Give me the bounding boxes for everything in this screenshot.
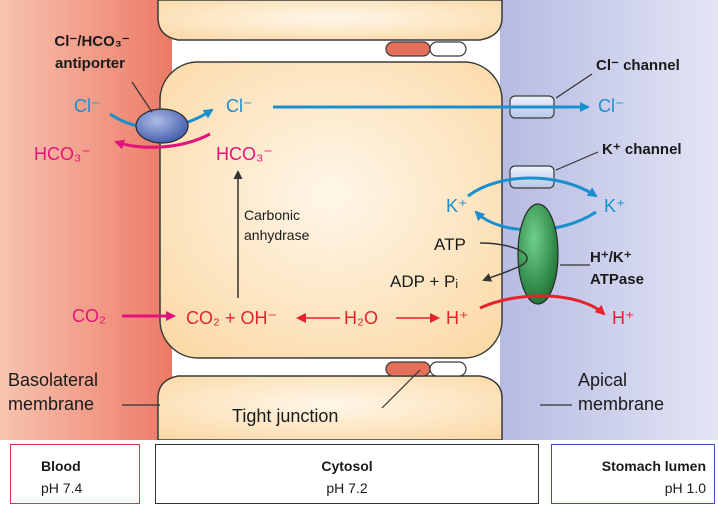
atpase-label-1: H⁺/K⁺	[590, 249, 632, 266]
atpase-label-2: ATPase	[590, 271, 644, 288]
species-k-cytosol: K⁺	[446, 196, 468, 216]
leader-cl-channel	[555, 73, 593, 99]
junction-bar-top	[385, 41, 431, 57]
species-h-lumen: H⁺	[612, 308, 635, 328]
junction-bar-bottom	[385, 361, 431, 377]
tight-junction-top	[429, 41, 467, 57]
species-cl-blood: Cl⁻	[74, 96, 101, 116]
species-h2o: H₂O	[344, 308, 378, 328]
species-cl-lumen: Cl⁻	[598, 96, 625, 116]
apical-label-1: Apical	[578, 370, 627, 390]
leader-k-channel	[555, 151, 599, 171]
compartment-blood: Blood pH 7.4	[10, 444, 140, 504]
species-hco3-cytosol: HCO₃⁻	[216, 144, 273, 164]
species-atp: ATP	[434, 235, 466, 254]
species-adp-pi: ADP + Pᵢ	[390, 272, 458, 291]
atp-hydrolysis-arrow	[479, 242, 528, 282]
carbonic-anhydrase-label-2: anhydrase	[244, 227, 310, 243]
compartment-lumen-ph: pH 1.0	[664, 480, 706, 496]
cl-hco3-antiporter	[135, 108, 189, 144]
species-co2-oh: CO₂ + OH⁻	[186, 308, 277, 328]
species-h-cytosol: H⁺	[446, 308, 469, 328]
apical-label-2: membrane	[578, 394, 664, 414]
antiporter-label-1: Cl⁻/HCO₃⁻	[54, 33, 129, 50]
compartment-blood-name: Blood	[41, 458, 81, 474]
parietal-cell	[159, 61, 503, 359]
tight-junction-bottom	[429, 361, 467, 377]
hco3-efflux-arrow	[114, 132, 211, 150]
carbonic-anhydrase-label-1: Carbonic	[244, 207, 300, 223]
cl-channel-label: Cl⁻ channel	[596, 57, 680, 74]
basolateral-label-1: Basolateral	[8, 370, 98, 390]
compartment-cytosol: Cytosol pH 7.2	[155, 444, 539, 504]
compartment-lumen: Stomach lumen pH 1.0	[551, 444, 715, 504]
compartment-cytosol-name: Cytosol	[321, 458, 373, 474]
tight-junction-label: Tight junction	[232, 406, 338, 426]
species-cl-cytosol: Cl⁻	[226, 96, 253, 116]
blood-region	[0, 0, 172, 440]
species-k-lumen: K⁺	[604, 196, 626, 216]
neighbor-cell-bottom	[157, 375, 503, 441]
species-co2-blood: CO₂	[72, 306, 106, 326]
parietal-cell-diagram: Cl⁻/HCO₃⁻ antiporter Cl⁻ channel K⁺ chan…	[0, 0, 718, 441]
leader-antiporter	[131, 81, 153, 113]
compartment-cytosol-ph: pH 7.2	[326, 480, 368, 496]
basolateral-label-2: membrane	[8, 394, 94, 414]
compartment-blood-ph: pH 7.4	[41, 480, 83, 496]
antiporter-label-2: antiporter	[55, 55, 125, 72]
neighbor-cell-top	[157, 0, 503, 41]
species-hco3-blood: HCO₃⁻	[34, 144, 91, 164]
leader-tight-junction	[381, 369, 421, 409]
k-efflux-arrow	[467, 176, 598, 198]
compartment-lumen-name: Stomach lumen	[601, 458, 706, 474]
k-channel-label: K⁺ channel	[602, 141, 682, 158]
h-secretion-arrow	[479, 294, 606, 316]
h-k-atpase	[517, 203, 559, 305]
